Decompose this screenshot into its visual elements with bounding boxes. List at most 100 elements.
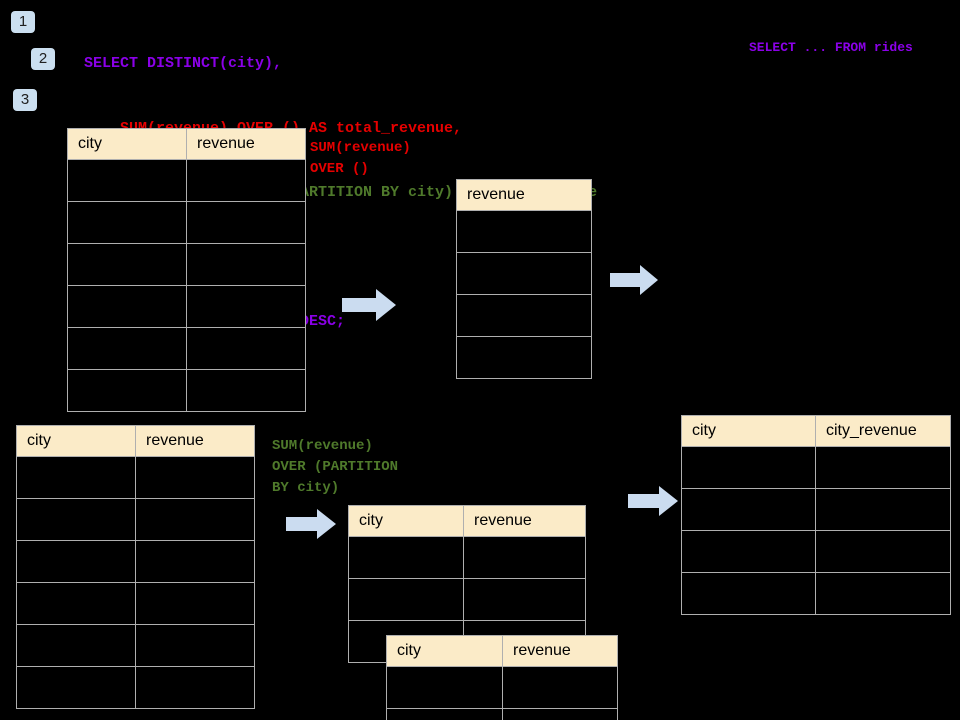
- table-row: [16, 498, 255, 541]
- table-row: [67, 243, 306, 286]
- table-cell: [67, 327, 187, 370]
- column-header-revenue: revenue: [463, 505, 586, 537]
- table-header-row: city revenue: [348, 505, 586, 537]
- table-cell: [186, 369, 306, 412]
- table-cell: [681, 572, 816, 615]
- table-cell: [502, 666, 618, 709]
- table-row: [16, 624, 255, 667]
- table-cell: [186, 327, 306, 370]
- table-cell: [67, 243, 187, 286]
- table-header-row: city city_revenue: [681, 415, 951, 447]
- table-cell: [815, 488, 951, 531]
- table-row: [67, 285, 306, 328]
- table-cell: [135, 456, 255, 499]
- table-row: [681, 530, 951, 573]
- table-cell: [815, 446, 951, 489]
- step-badge-1: 1: [11, 11, 35, 33]
- table-cell: [186, 285, 306, 328]
- table-row: [386, 708, 618, 720]
- table-row: [386, 666, 618, 709]
- final-result-table: city city_revenue: [681, 415, 951, 615]
- table-row: [67, 369, 306, 412]
- table-cell: [815, 530, 951, 573]
- table-cell: [16, 666, 136, 709]
- table-cell: [348, 536, 464, 579]
- table-cell: [186, 243, 306, 286]
- table-header-row: city revenue: [16, 425, 255, 457]
- table-cell: [186, 201, 306, 244]
- table-cell: [681, 488, 816, 531]
- table-row: [456, 252, 592, 295]
- column-header-city: city: [16, 425, 136, 457]
- sql-line-1: SELECT DISTINCT(city),: [84, 55, 283, 72]
- table-row: [16, 456, 255, 499]
- table-cell: [456, 294, 592, 337]
- arrow-bottom-right-icon: [628, 486, 678, 516]
- table-row: [456, 336, 592, 379]
- table-header-row: city revenue: [67, 128, 306, 160]
- source-rides-table-top: city revenue: [67, 128, 306, 412]
- table-cell: [67, 159, 187, 202]
- column-header-revenue: revenue: [502, 635, 618, 667]
- partition-group-table-front: city revenue: [386, 635, 618, 720]
- select-from-rides-note: SELECT ... FROM rides: [749, 40, 913, 55]
- table-cell: [456, 210, 592, 253]
- total-revenue-annotation: SUM(revenue) OVER (): [310, 140, 411, 177]
- table-row: [16, 582, 255, 625]
- column-header-city: city: [386, 635, 503, 667]
- table-header-row: revenue: [456, 179, 592, 211]
- source-rides-table-bottom: city revenue: [16, 425, 255, 709]
- table-cell: [16, 456, 136, 499]
- column-header-city-revenue: city_revenue: [815, 415, 951, 447]
- table-row: [348, 536, 586, 579]
- city-revenue-annotation: SUM(revenue) OVER (PARTITION BY city): [272, 438, 399, 496]
- table-cell: [135, 624, 255, 667]
- table-cell: [16, 624, 136, 667]
- table-row: [681, 488, 951, 531]
- column-header-city: city: [681, 415, 816, 447]
- table-cell: [348, 578, 464, 621]
- table-row: [681, 446, 951, 489]
- table-row: [456, 294, 592, 337]
- column-header-revenue: revenue: [456, 179, 592, 211]
- table-row: [67, 159, 306, 202]
- step-badge-2: 2: [31, 48, 55, 70]
- partition-group-table-back: city revenue: [348, 505, 586, 663]
- table-cell: [135, 582, 255, 625]
- table-cell: [681, 530, 816, 573]
- column-header-revenue: revenue: [135, 425, 255, 457]
- step-badge-3: 3: [13, 89, 37, 111]
- table-cell: [135, 498, 255, 541]
- table-row: [681, 572, 951, 615]
- table-cell: [386, 708, 503, 720]
- arrow-bottom-left-icon: [286, 509, 336, 539]
- table-cell: [16, 498, 136, 541]
- table-cell: [67, 201, 187, 244]
- table-row: [456, 210, 592, 253]
- table-cell: [681, 446, 816, 489]
- table-cell: [386, 666, 503, 709]
- table-cell: [135, 540, 255, 583]
- table-cell: [16, 582, 136, 625]
- table-cell: [67, 369, 187, 412]
- table-cell: [456, 252, 592, 295]
- table-cell: [456, 336, 592, 379]
- table-row: [67, 201, 306, 244]
- column-header-city: city: [348, 505, 464, 537]
- arrow-top-left-icon: [342, 289, 396, 321]
- table-row: [16, 666, 255, 709]
- arrow-top-right-icon: [610, 265, 658, 295]
- column-header-revenue: revenue: [186, 128, 306, 160]
- table-cell: [16, 540, 136, 583]
- column-header-city: city: [67, 128, 187, 160]
- table-cell: [67, 285, 187, 328]
- table-cell: [463, 536, 586, 579]
- total-revenue-table: revenue: [456, 179, 592, 379]
- table-cell: [502, 708, 618, 720]
- table-cell: [815, 572, 951, 615]
- table-row: [348, 578, 586, 621]
- table-cell: [463, 578, 586, 621]
- table-row: [67, 327, 306, 370]
- table-header-row: city revenue: [386, 635, 618, 667]
